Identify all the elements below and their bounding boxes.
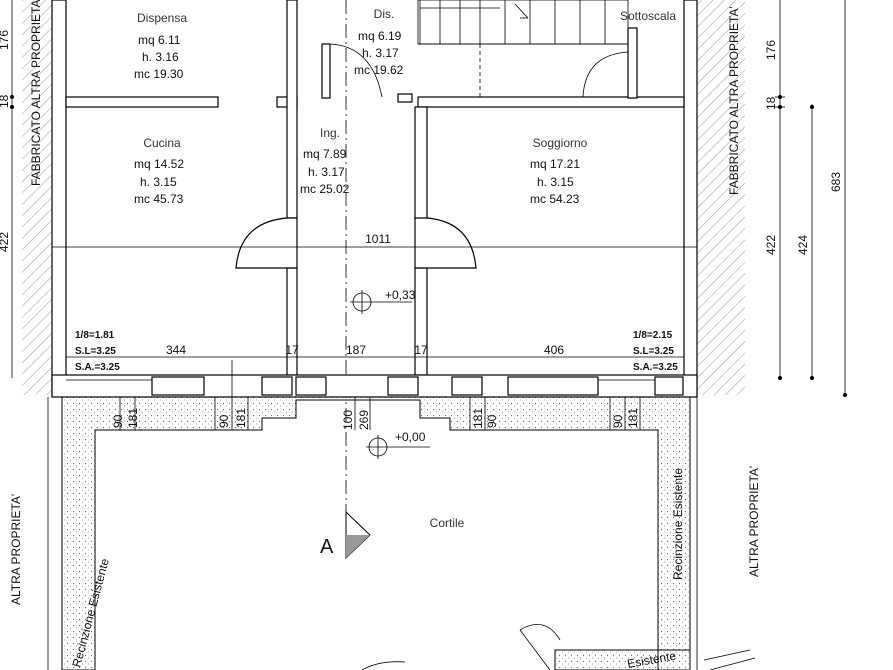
right-neighbour-hatch: [697, 0, 745, 395]
dim-text-90c: 90: [611, 414, 625, 428]
room-mc-ing: mc 25.02: [300, 182, 350, 196]
dim-text-r18: 18: [764, 96, 778, 110]
wall-dispensa-right: [286, 0, 298, 219]
right-dimensions: [775, 0, 847, 397]
wall-dis-small: [397, 93, 413, 103]
room-name-dispensa: Dispensa: [137, 11, 187, 25]
level-marker-000: [366, 435, 430, 459]
ratio-right-sl: S.L=3.25: [633, 346, 674, 357]
room-mq-soggiorno: mq 17.21: [530, 157, 580, 171]
dim-text-r176: 176: [764, 40, 778, 60]
ratio-left-sl: S.L=3.25: [75, 346, 116, 357]
ratio-right-sa: S.A.=3.25: [633, 362, 678, 373]
label-recinzione-right: Recinzione Esistente: [671, 468, 685, 580]
door-sottoscala: [582, 51, 629, 98]
dim-text-181a: 181: [126, 408, 140, 428]
room-mq-dispensa: mq 6.11: [138, 33, 181, 47]
label-altra-left: ALTRA PROPRIETA': [9, 494, 23, 605]
left-outer-wall: [51, 0, 67, 396]
dim-text-17b: 17: [414, 343, 428, 357]
left-dimensions: [10, 0, 14, 378]
dim-text-100: 100: [341, 410, 355, 430]
dim-text-17a: 17: [285, 343, 299, 357]
room-mq-dis: mq 6.19: [358, 29, 402, 43]
door-dis: [329, 43, 383, 98]
right-outer-wall: [683, 0, 698, 396]
room-name-sottoscala: Sottoscala: [620, 9, 676, 23]
room-name-ing: Ing.: [320, 126, 340, 140]
room-name-cortile: Cortile: [430, 516, 465, 530]
label-altra-right: ALTRA PROPRIETA': [747, 466, 761, 577]
room-h-cucina: h. 3.15: [140, 175, 177, 189]
room-mc-cucina: mc 45.73: [134, 192, 184, 206]
section-label-a: A: [320, 536, 334, 558]
wall-ing-right: [414, 106, 428, 220]
left-neighbour-hatch: [22, 0, 52, 395]
arch-left: [235, 217, 298, 269]
ratio-left-r: 1/8=1.81: [75, 330, 115, 341]
dim-text-181b: 181: [234, 408, 248, 428]
wall-dis-bottom: [417, 96, 685, 108]
room-mq-ing: mq 7.89: [303, 147, 347, 161]
level-marker-033: [350, 290, 412, 314]
room-h-ing: h. 3.17: [308, 165, 345, 179]
wall-ing-left-lower: [286, 267, 298, 376]
dim-text-181d: 181: [626, 408, 640, 428]
dim-text-406: 406: [544, 343, 564, 357]
level-text-000: +0,00: [395, 430, 426, 444]
windows: [66, 376, 684, 396]
room-mc-soggiorno: mc 54.23: [530, 192, 580, 206]
dim-text-l18: 18: [0, 94, 11, 108]
bottom-facade: [51, 374, 698, 398]
room-name-cucina: Cucina: [143, 136, 181, 150]
dim-text-1011: 1011: [365, 232, 391, 246]
ratio-left-sa: S.A.=3.25: [75, 362, 120, 373]
courtyard-fence-bottom: [554, 649, 691, 670]
dim-text-181c: 181: [471, 408, 485, 428]
wall-dispensa-bottom: [65, 96, 219, 108]
dim-text-187: 187: [346, 343, 366, 357]
room-mc-dispensa: mc 19.30: [134, 67, 184, 81]
room-h-dis: h. 3.17: [362, 46, 399, 60]
arch-right: [414, 217, 477, 269]
dim-text-90a: 90: [111, 414, 125, 428]
label-fabbricato-left: FABBRICATO ALTRA PROPRIETA': [29, 0, 43, 186]
room-name-soggiorno: Soggiorno: [533, 136, 588, 150]
room-name-dis: Dis.: [374, 7, 395, 21]
dim-ticks: [119, 360, 641, 430]
staircase: [417, 0, 629, 97]
dim-text-r424: 424: [796, 235, 810, 255]
dim-text-90d: 90: [485, 414, 499, 428]
courtyard-fence: [61, 396, 691, 670]
dim-text-r422: 422: [764, 235, 778, 255]
dim-text-90b: 90: [217, 414, 231, 428]
wall-sottoscala-right: [627, 27, 638, 99]
dim-text-r683: 683: [829, 172, 843, 192]
room-mq-cucina: mq 14.52: [134, 157, 184, 171]
room-h-soggiorno: h. 3.15: [537, 175, 574, 189]
label-fabbricato-right: FABBRICATO ALTRA PROPRIETA': [727, 6, 741, 195]
door-cortile: [361, 623, 561, 670]
dim-text-l176: 176: [0, 30, 11, 50]
wall-ing-right-lower: [414, 267, 428, 376]
ratio-right-r: 1/8=2.15: [633, 330, 673, 341]
dim-text-l422: 422: [0, 232, 11, 252]
dim-text-269: 269: [357, 410, 371, 430]
room-mc-dis: mc 19.62: [354, 63, 404, 77]
dim-text-344: 344: [166, 343, 186, 357]
level-text-033: +0,33: [385, 288, 416, 302]
wall-dis-left: [321, 43, 331, 99]
room-h-dispensa: h. 3.16: [142, 50, 179, 64]
